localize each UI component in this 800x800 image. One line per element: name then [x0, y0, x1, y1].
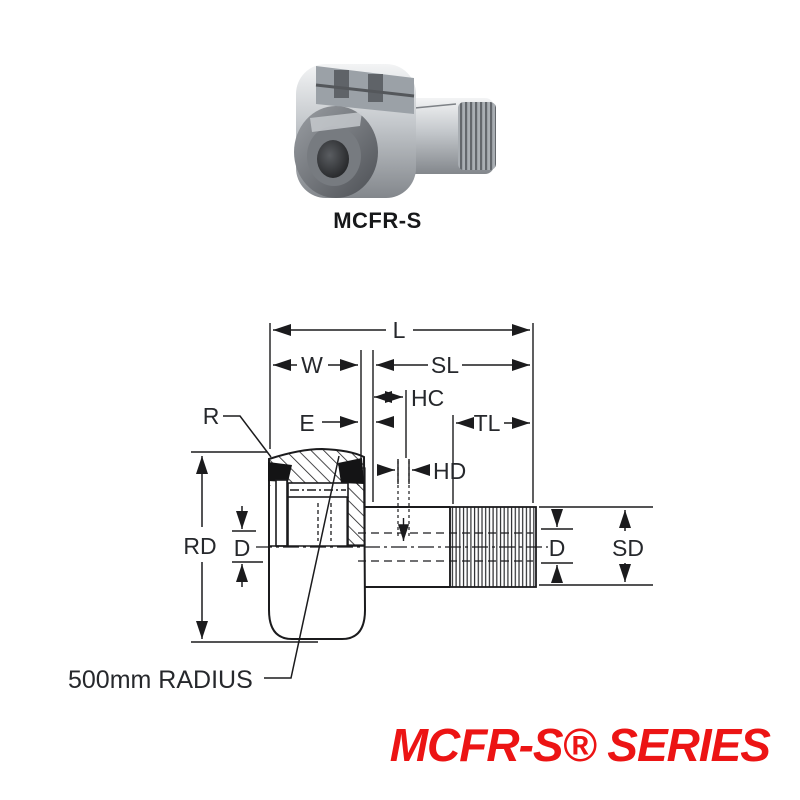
photo-bore	[317, 140, 349, 178]
radius-note: 500mm RADIUS	[68, 666, 253, 694]
series-title: MCFR-S® SERIES	[389, 719, 771, 771]
dim-label-RD: RD	[183, 533, 216, 559]
product-photo-illustration	[294, 64, 496, 198]
dim-label-HD: HD	[433, 458, 466, 484]
dim-label-R: R	[203, 403, 220, 429]
dim-label-D-left: D	[234, 535, 251, 561]
product-photo	[290, 52, 505, 204]
dim-label-SL: SL	[431, 352, 459, 378]
dim-label-SD: SD	[612, 535, 644, 561]
seal-left	[268, 462, 292, 482]
dim-label-W: W	[301, 352, 323, 378]
dim-label-E: E	[299, 410, 314, 436]
end-washer	[275, 479, 288, 547]
photo-caption: MCFR-S	[333, 208, 422, 233]
seal-right	[338, 458, 364, 484]
dim-label-TL: TL	[474, 410, 501, 436]
dim-label-HC: HC	[411, 385, 444, 411]
photo-threads	[458, 102, 496, 170]
dim-label-D-right: D	[549, 535, 566, 561]
leader-lines	[223, 415, 340, 679]
extension-lines	[191, 323, 653, 643]
dimension-lines	[196, 324, 631, 639]
dim-label-L: L	[393, 317, 406, 343]
